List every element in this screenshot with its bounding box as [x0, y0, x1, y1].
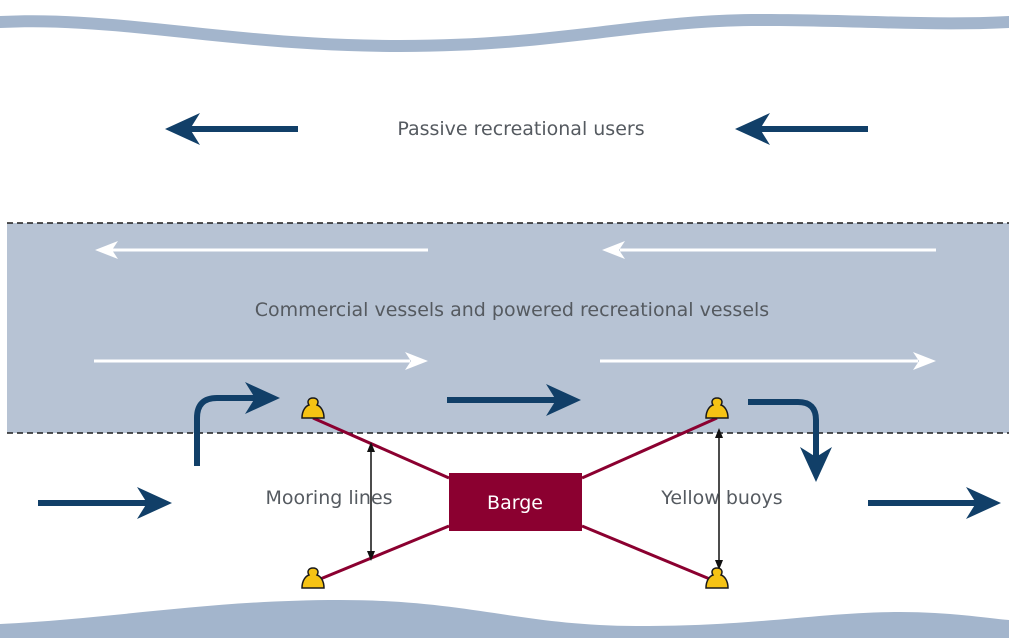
passive-user-arrow-right — [735, 113, 868, 145]
passive-users-label: Passive recreational users — [397, 118, 644, 140]
buoy-top-right — [705, 397, 729, 419]
bottom-riverbank — [0, 600, 1009, 638]
channel-arrow-upper-right — [602, 241, 936, 259]
channel-arrow-lower-right — [600, 352, 936, 370]
pass-barge-arrow — [447, 384, 581, 416]
mooring-line-set — [312, 416, 718, 584]
channel-arrow-lower-left — [94, 352, 428, 370]
mooring-line-top-left — [312, 416, 450, 480]
mooring-lines-label: Mooring lines — [265, 487, 392, 509]
mooring-line-top-right — [581, 416, 718, 480]
buoy-bottom-right — [705, 567, 729, 589]
channel-arrow-upper-left — [95, 241, 428, 259]
buoy-top-left — [301, 397, 325, 419]
turn-into-channel-arrow — [194, 382, 280, 466]
barge-label: Barge — [487, 492, 543, 514]
mooring-line-bottom-right — [581, 524, 718, 584]
approach-arrow — [38, 487, 172, 519]
turn-out-of-channel-arrow — [748, 399, 832, 482]
yellow-buoys-label: Yellow buoys — [660, 487, 782, 509]
buoy-bottom-left — [301, 567, 325, 589]
depart-arrow — [868, 487, 1001, 519]
mooring-line-bottom-left — [312, 524, 450, 584]
passive-user-arrow-left — [165, 113, 298, 145]
barge — [449, 473, 582, 531]
top-riverbank — [0, 14, 1009, 52]
commercial-channel-label: Commercial vessels and powered recreatio… — [255, 299, 769, 321]
